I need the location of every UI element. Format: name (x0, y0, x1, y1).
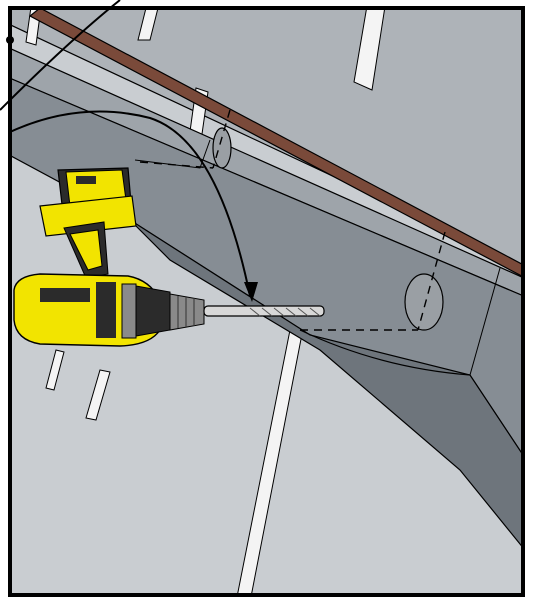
hidden-lines (139, 109, 446, 331)
drill-chuck (169, 293, 205, 331)
rail-lower-bevel (129, 219, 523, 549)
battery-label (76, 176, 96, 184)
panel-seam (353, 8, 386, 91)
panel-seam (45, 349, 65, 391)
arrowhead (244, 282, 258, 302)
rail-end-edge (469, 267, 501, 376)
pilot-hole-lower (404, 273, 444, 331)
drill-gear-ring (121, 283, 137, 339)
drill-bit-icon (203, 305, 325, 317)
rail-top-face (10, 47, 523, 297)
dashed-line (212, 109, 231, 169)
drill-bit-flutes (249, 307, 321, 317)
figure-frame (8, 6, 525, 597)
drill-chuck-base (135, 285, 171, 337)
bevel-edge (299, 329, 471, 376)
drill-icon (13, 167, 325, 347)
top-trim-strip (28, 8, 523, 278)
drill-vents (40, 288, 90, 302)
drill-path-arrow (9, 110, 251, 297)
panel-seam (85, 369, 111, 421)
dashed-line (139, 161, 214, 169)
pilot-hole-upper (212, 127, 232, 169)
rail-bracket-edge (134, 139, 211, 169)
drill-bit-shank (203, 305, 325, 317)
battery-base (39, 195, 137, 237)
handle-grip (69, 229, 103, 271)
drill-clutch-band (96, 282, 116, 338)
panel-seam (137, 8, 159, 41)
dashed-line (417, 231, 446, 331)
